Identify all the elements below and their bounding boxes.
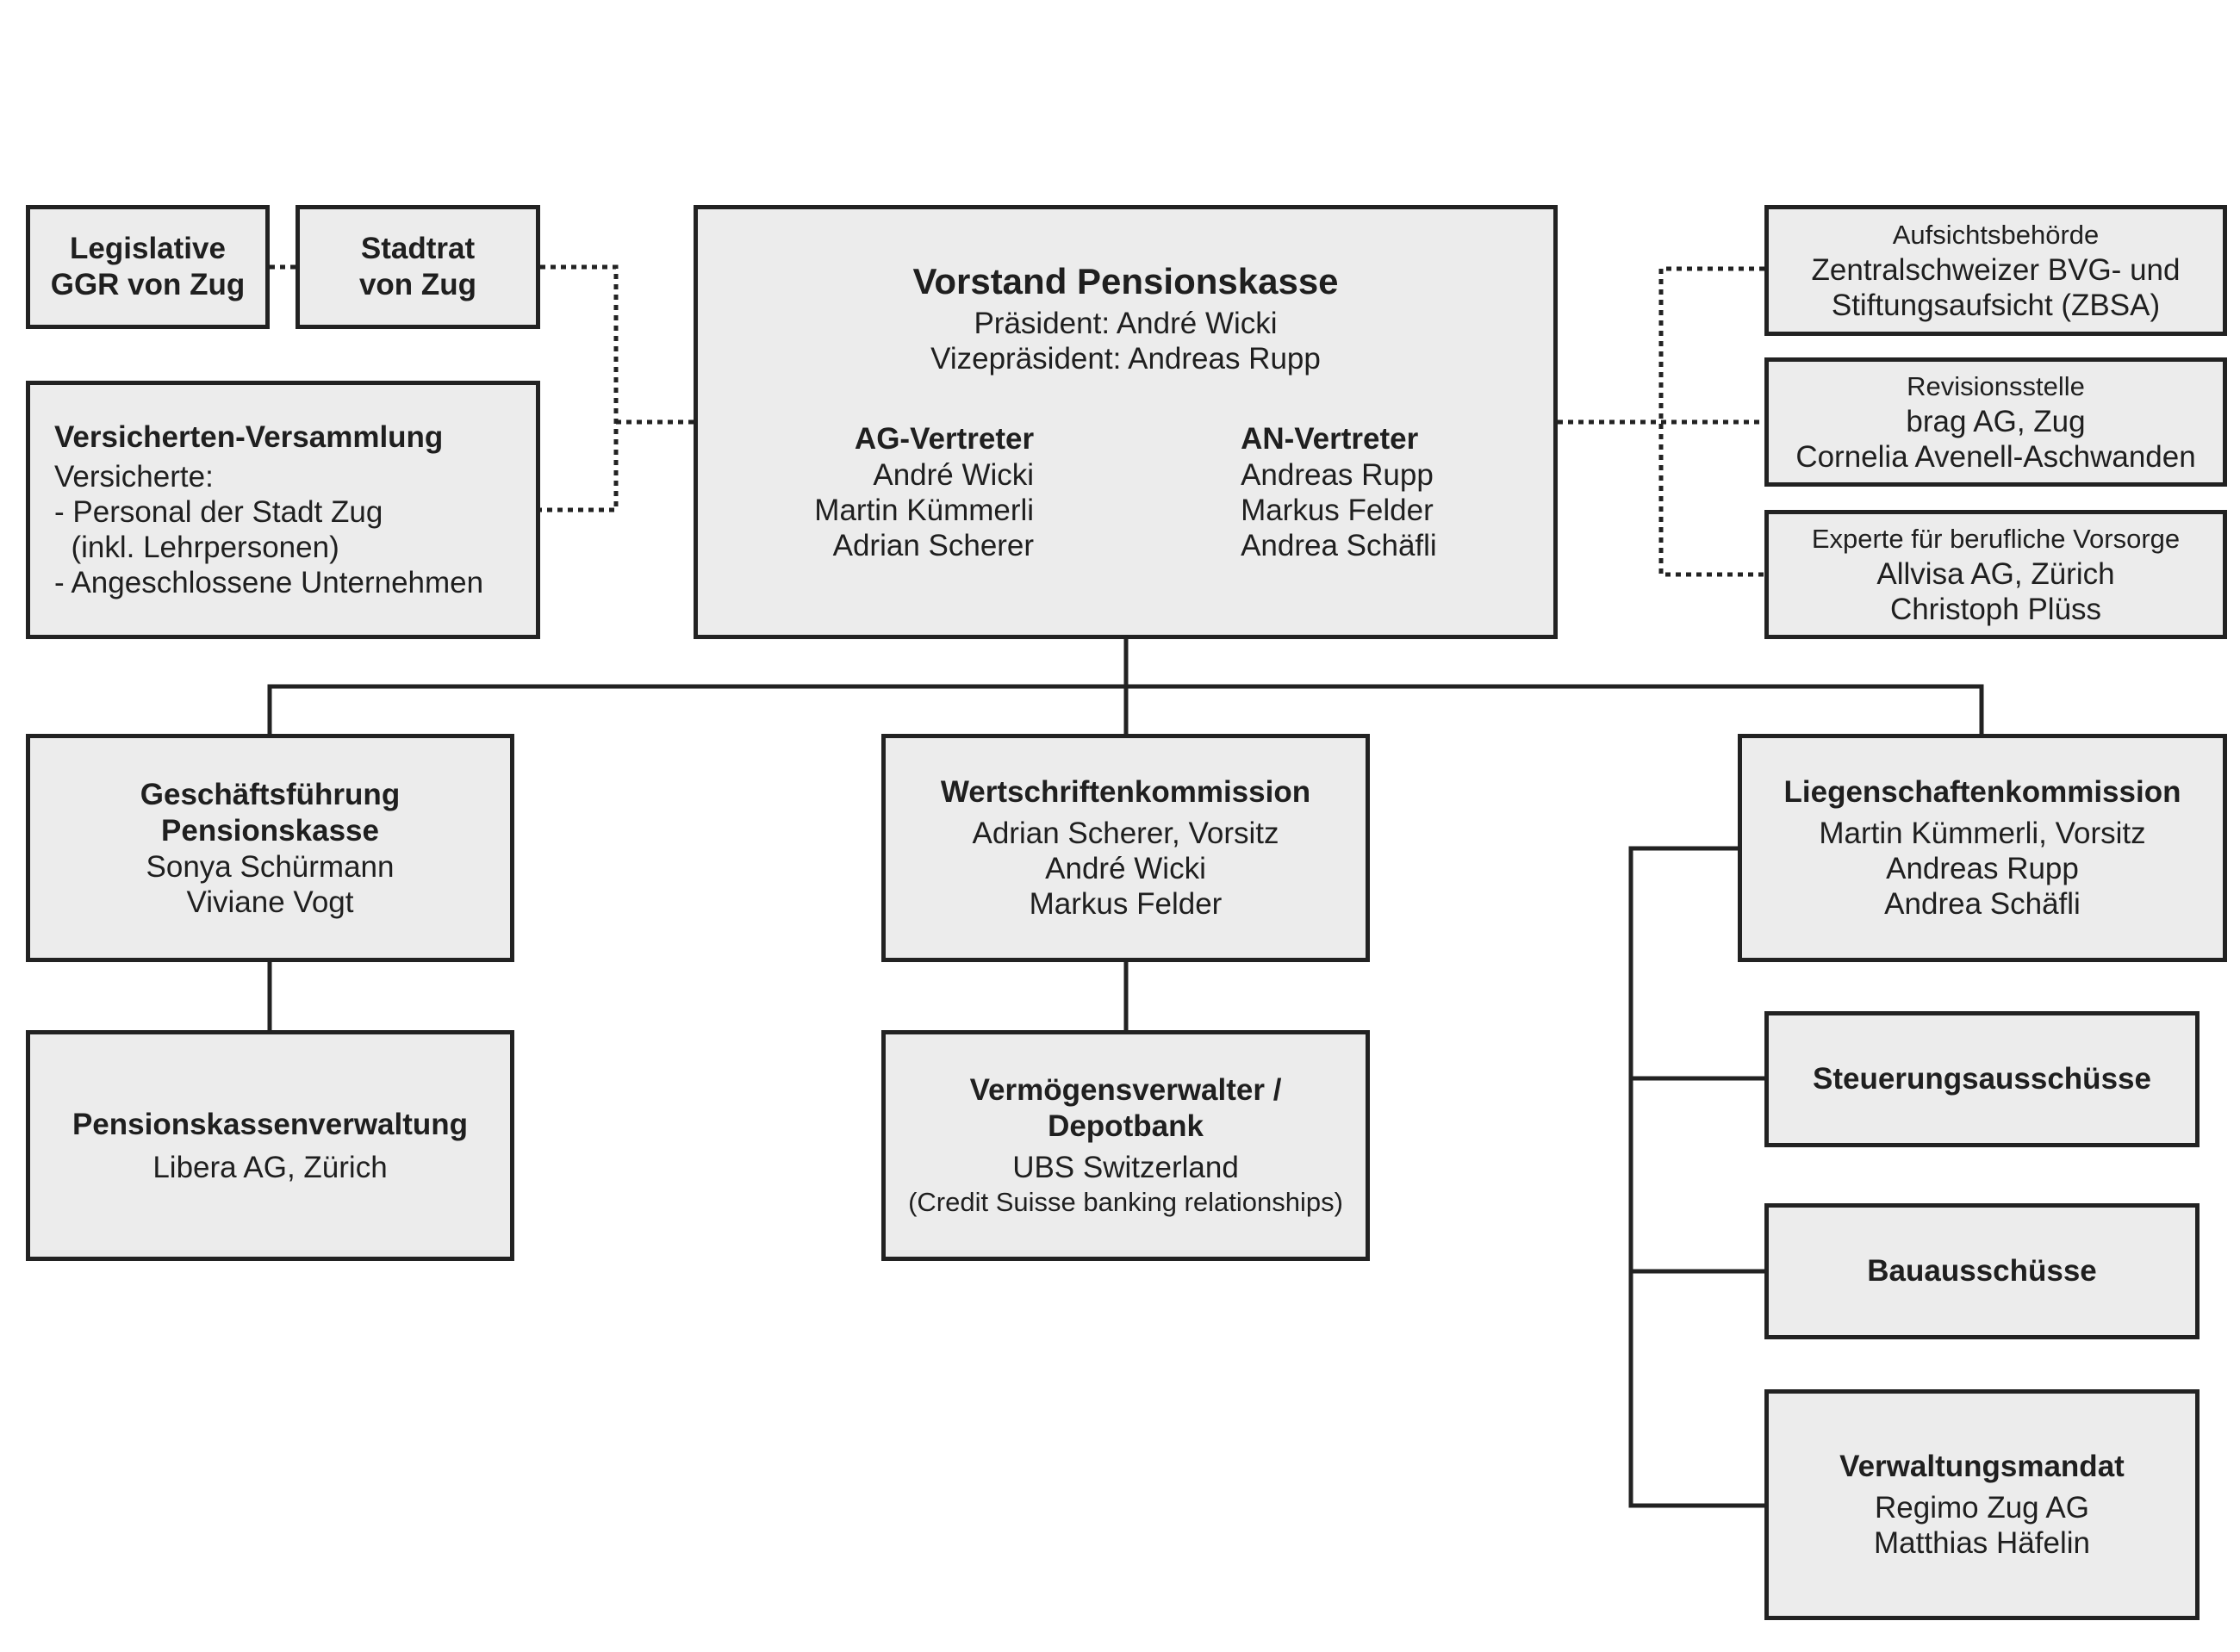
versicherten-line: - Personal der Stadt Zug xyxy=(54,495,383,529)
revision-heading: Revisionsstelle xyxy=(1907,371,2085,401)
steuerung-title: Steuerungsausschüsse xyxy=(1813,1062,2151,1096)
ag-member: Martin Kümmerli xyxy=(814,494,1035,527)
experte-heading: Experte für berufliche Vorsorge xyxy=(1811,524,2181,554)
liegenschaften-member: Martin Kümmerli, Vorsitz xyxy=(1819,817,2146,850)
versicherten-title: Versicherten-Versammlung xyxy=(54,420,444,454)
revision-line: Cornelia Avenell-Aschwanden xyxy=(1795,440,2196,474)
liegenschaften-member: Andrea Schäfli xyxy=(1884,887,2081,921)
an-member: Andrea Schäfli xyxy=(1241,529,1437,562)
legislative-box: Legislative GGR von Zug xyxy=(26,205,270,329)
verwaltungsmandat-member: Matthias Häfelin xyxy=(1874,1526,2090,1560)
ag-member: Adrian Scherer xyxy=(832,529,1035,562)
versicherten-line: (inkl. Lehrpersonen) xyxy=(54,531,339,564)
vorstand-box: Vorstand Pensionskasse Präsident: André … xyxy=(694,205,1558,639)
vorstand-title: Vorstand Pensionskasse xyxy=(912,261,1339,301)
wertschriften-title: Wertschriftenkommission xyxy=(940,775,1311,809)
versicherten-box: Versicherten-Versammlung Versicherte: - … xyxy=(26,381,540,639)
vorstand-praesident: Präsident: André Wicki xyxy=(974,307,1278,340)
legislative-line2: GGR von Zug xyxy=(50,268,246,301)
liegenschaften-box: Liegenschaftenkommission Martin Kümmerli… xyxy=(1738,734,2227,962)
an-member: Andreas Rupp xyxy=(1241,458,1434,492)
aufsicht-line: Stiftungsaufsicht (ZBSA) xyxy=(1831,289,2161,322)
dotted-line-stadtrat xyxy=(540,264,619,512)
vorstand-vizepraesident: Vizepräsident: Andreas Rupp xyxy=(930,342,1321,376)
geschaeftsfuehrung-title: Geschäftsführung xyxy=(140,777,401,811)
vermoegen-title: Depotbank xyxy=(1048,1109,1204,1143)
liegenschaften-title: Liegenschaftenkommission xyxy=(1783,775,2181,809)
vorstand-members: AG-Vertreter André Wicki Martin Kümmerli… xyxy=(814,421,1436,563)
vermoegen-line: UBS Switzerland xyxy=(1012,1150,1239,1184)
aufsicht-line: Zentralschweizer BVG- und xyxy=(1811,253,2181,287)
verwaltungsmandat-member: Regimo Zug AG xyxy=(1875,1491,2089,1525)
wertschriften-box: Wertschriftenkommission Adrian Scherer, … xyxy=(881,734,1370,962)
revision-line: brag AG, Zug xyxy=(1906,405,2086,438)
experte-box: Experte für berufliche Vorsorge Allvisa … xyxy=(1764,510,2227,639)
ag-vertreter-title: AG-Vertreter xyxy=(854,422,1035,456)
aufsicht-heading: Aufsichtsbehörde xyxy=(1892,220,2100,250)
geschaeftsfuehrung-member: Viviane Vogt xyxy=(186,885,354,919)
tree-line-subcommittee-spine xyxy=(1628,846,1767,1508)
liegenschaften-member: Andreas Rupp xyxy=(1886,852,2079,885)
dotted-line-aufsicht-spine xyxy=(1658,266,1764,577)
bau-title: Bauausschüsse xyxy=(1867,1254,2097,1288)
versicherten-line: - Angeschlossene Unternehmen xyxy=(54,566,484,599)
an-member: Markus Felder xyxy=(1241,494,1434,527)
wertschriften-member: Markus Felder xyxy=(1029,887,1223,921)
wertschriften-member: André Wicki xyxy=(1045,852,1206,885)
geschaeftsfuehrung-member: Sonya Schürmann xyxy=(146,849,395,884)
vermoegen-note: (Credit Suisse banking relationships) xyxy=(908,1186,1343,1217)
legislative-line1: Legislative xyxy=(70,232,226,265)
revision-box: Revisionsstelle brag AG, Zug Cornelia Av… xyxy=(1764,357,2227,487)
pkverwaltung-title: Pensionskassenverwaltung xyxy=(72,1107,469,1141)
versicherten-line: Versicherte: xyxy=(54,460,214,494)
verwaltungsmandat-title: Verwaltungsmandat xyxy=(1839,1450,2125,1483)
vermoegen-title: Vermögensverwalter / xyxy=(969,1072,1282,1107)
experte-line: Allvisa AG, Zürich xyxy=(1876,557,2115,591)
stadtrat-line1: Stadtrat xyxy=(360,232,476,265)
an-vertreter-title: AN-Vertreter xyxy=(1241,422,1419,456)
vermoegen-box: Vermögensverwalter / Depotbank UBS Switz… xyxy=(881,1030,1370,1261)
aufsicht-box: Aufsichtsbehörde Zentralschweizer BVG- u… xyxy=(1764,205,2227,336)
stadtrat-box: Stadtrat von Zug xyxy=(296,205,540,329)
ag-vertreter-column: AG-Vertreter André Wicki Martin Kümmerli… xyxy=(814,421,1034,563)
verwaltungsmandat-box: Verwaltungsmandat Regimo Zug AG Matthias… xyxy=(1764,1389,2200,1620)
pkverwaltung-box: Pensionskassenverwaltung Libera AG, Züri… xyxy=(26,1030,514,1261)
wertschriften-member: Adrian Scherer, Vorsitz xyxy=(972,817,1279,850)
experte-line: Christoph Plüss xyxy=(1889,593,2102,626)
ag-member: André Wicki xyxy=(873,458,1035,492)
pkverwaltung-line: Libera AG, Zürich xyxy=(152,1150,388,1184)
steuerung-box: Steuerungsausschüsse xyxy=(1764,1011,2200,1147)
geschaeftsfuehrung-title: Pensionskasse xyxy=(161,813,379,848)
geschaeftsfuehrung-box: Geschäftsführung Pensionskasse Sonya Sch… xyxy=(26,734,514,962)
stadtrat-line2: von Zug xyxy=(358,268,477,301)
bau-box: Bauausschüsse xyxy=(1764,1203,2200,1339)
an-vertreter-column: AN-Vertreter Andreas Rupp Markus Felder … xyxy=(1241,421,1437,563)
